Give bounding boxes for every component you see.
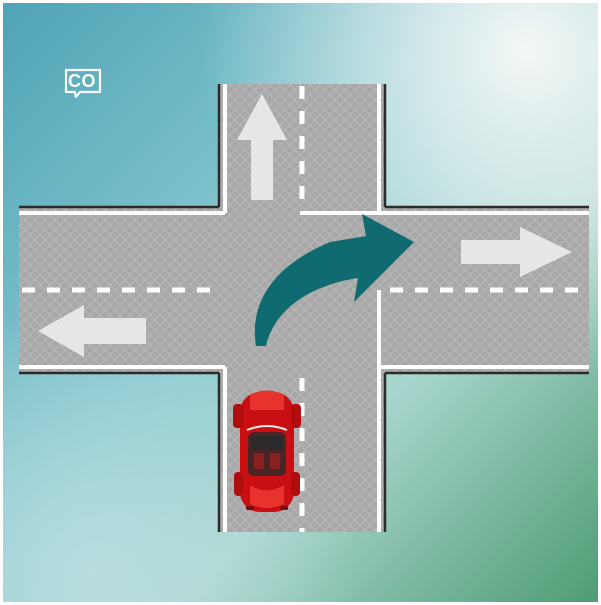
logo-text: CO	[64, 68, 100, 94]
logo: CO	[64, 68, 104, 98]
red-car-icon	[233, 391, 301, 513]
